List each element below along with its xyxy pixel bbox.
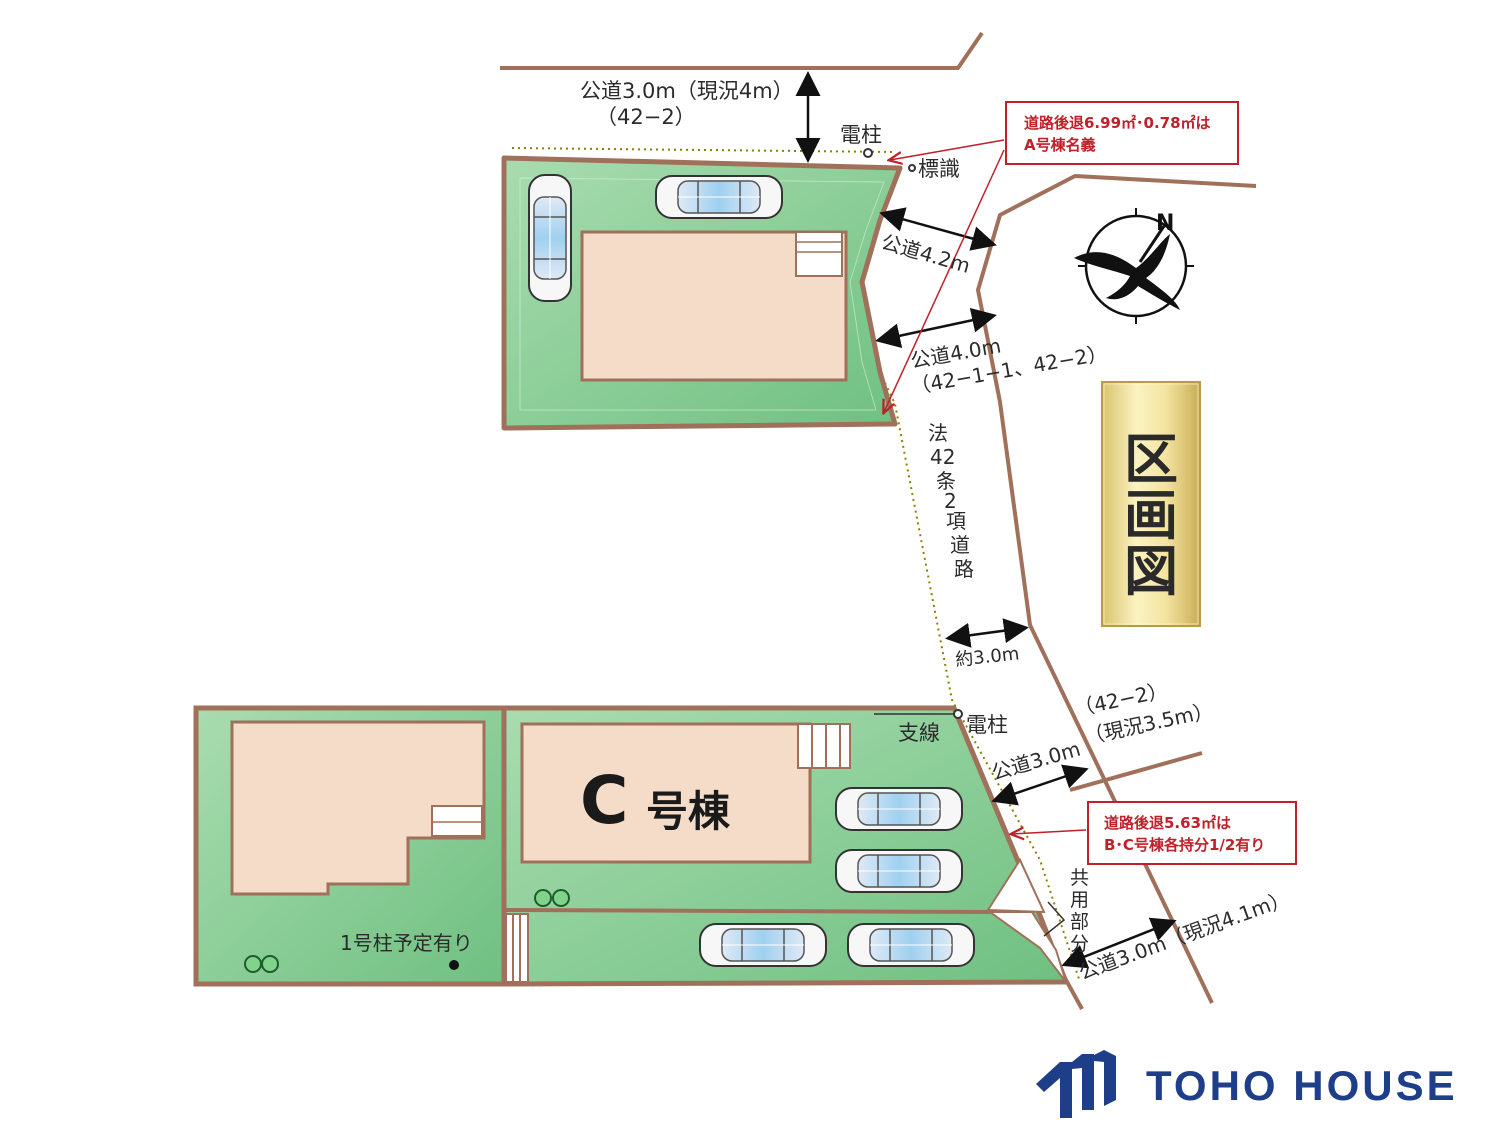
shared-area-pointer xyxy=(1043,901,1066,937)
road-30-mid-label: 公道3.0m xyxy=(989,737,1083,785)
svg-text:部: 部 xyxy=(1070,911,1089,933)
svg-text:2: 2 xyxy=(944,489,957,513)
dimension-arrows xyxy=(795,71,1177,969)
callout-leaders xyxy=(884,139,1087,834)
callout-top: 道路後退6.99㎡･0.78㎡は A号棟名義 xyxy=(1005,101,1239,165)
pole-plan-label: 1号柱予定有り xyxy=(340,931,473,955)
guy-wire-label: 支線 xyxy=(898,721,940,745)
pole-top-label: 電柱 xyxy=(840,123,882,147)
svg-text:道路後退6.99㎡･0.78㎡は: 道路後退6.99㎡･0.78㎡は xyxy=(1024,114,1211,132)
setback-dotted-lines xyxy=(511,147,1081,983)
svg-text:道路後退5.63㎡は: 道路後退5.63㎡は xyxy=(1104,814,1231,832)
svg-text:分: 分 xyxy=(1070,933,1089,955)
svg-text:条: 条 xyxy=(936,469,956,493)
building-c-suffix: 号棟 xyxy=(646,787,731,836)
svg-text:用: 用 xyxy=(1070,889,1089,911)
compass-icon: N xyxy=(1074,208,1194,324)
title-plaque: 区 画 図 xyxy=(1101,381,1201,627)
building-a xyxy=(580,230,848,382)
brand-name: TOHO HOUSE xyxy=(1146,1062,1458,1109)
brand-logo-icon xyxy=(1036,1050,1116,1118)
lot-a xyxy=(501,155,903,431)
approx-30-label: 約3.0m xyxy=(954,643,1020,671)
stair-icon xyxy=(505,913,529,983)
car-icon xyxy=(835,787,963,831)
title-char-3: 図 xyxy=(1124,539,1178,603)
road-top-code: （42−2） xyxy=(596,105,696,129)
tree-icon xyxy=(244,955,279,973)
svg-text:項: 項 xyxy=(946,509,966,533)
article-road-label: 法 42 条 2 項 道 路 xyxy=(928,421,974,581)
north-label: N xyxy=(1156,211,1174,236)
svg-text:路: 路 xyxy=(954,557,974,581)
road-30-bottom-label: 公道3.0m（現況4.1m） xyxy=(1076,886,1293,985)
svg-text:道: 道 xyxy=(950,533,970,557)
svg-text:A号棟名義: A号棟名義 xyxy=(1024,136,1096,154)
stair-icon xyxy=(795,231,843,277)
stair-icon xyxy=(797,723,851,769)
sign-label: 標識 xyxy=(918,157,960,181)
building-b xyxy=(230,720,486,896)
car-icon xyxy=(835,849,963,893)
callout-bottom: 道路後退5.63㎡は B･C号棟各持分1/2有り xyxy=(1087,801,1297,865)
svg-text:共: 共 xyxy=(1070,867,1089,889)
svg-text:B･C号棟各持分1/2有り: B･C号棟各持分1/2有り xyxy=(1104,836,1265,854)
building-c-letter: C xyxy=(580,762,628,839)
lot-c: C 号棟 xyxy=(501,705,1069,987)
car-icon xyxy=(699,923,827,967)
car-icon xyxy=(655,175,783,219)
road-42-label: 公道4.2m xyxy=(879,230,973,278)
pole-plan-marker xyxy=(449,960,459,970)
car-icon xyxy=(847,923,975,967)
lot-b: 1号柱予定有り xyxy=(193,705,507,987)
title-char-2: 画 xyxy=(1124,483,1178,547)
building-c xyxy=(520,722,812,864)
utility-pole-icon xyxy=(863,148,963,719)
pole-mid-label: 電柱 xyxy=(966,713,1008,737)
car-icon xyxy=(528,174,572,302)
road-top-label: 公道3.0m（現況4m） xyxy=(580,79,794,103)
svg-text:法: 法 xyxy=(928,421,948,445)
svg-text:42: 42 xyxy=(930,445,955,469)
tree-icon xyxy=(534,889,570,907)
shared-area-label: 共 用 部 分 xyxy=(1070,867,1089,955)
title-char-1: 区 xyxy=(1124,427,1178,491)
